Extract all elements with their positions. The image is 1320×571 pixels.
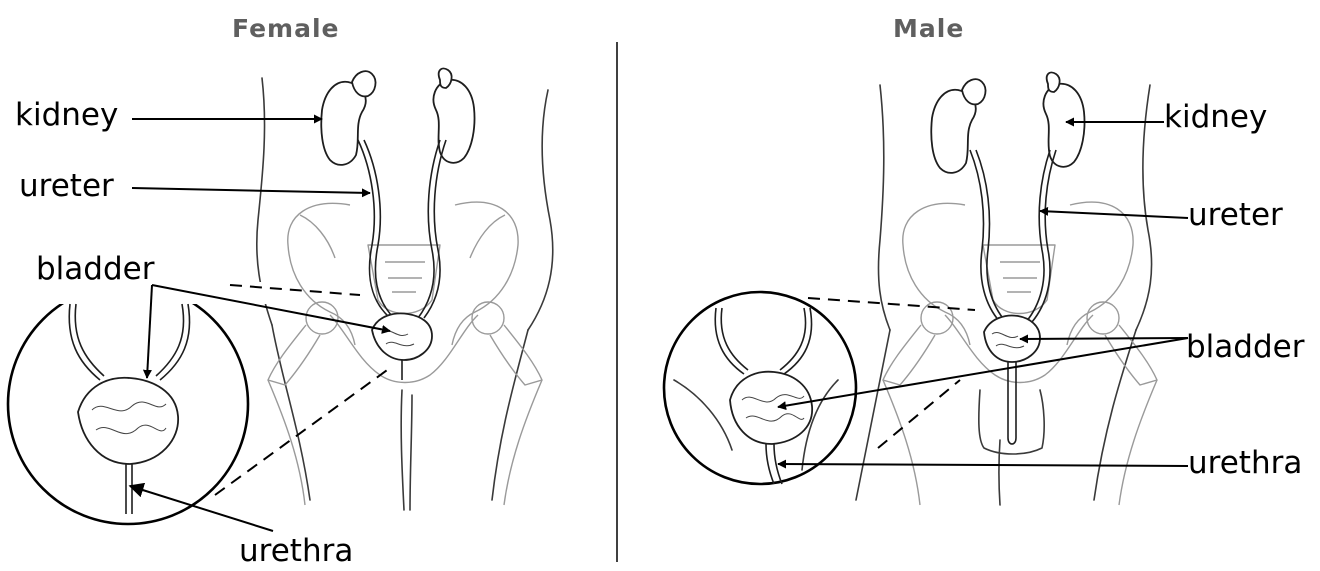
male-label-kidney: kidney (1164, 102, 1267, 133)
heading-female: Female (232, 14, 339, 43)
male-figure (856, 72, 1157, 505)
male-label-bladder: bladder (1186, 332, 1304, 363)
female-kidney-right (433, 80, 474, 163)
female-label-kidney: kidney (15, 100, 118, 131)
female-label-ureter: ureter (19, 171, 114, 202)
female-label-bladder: bladder (36, 254, 154, 285)
female-bladder-inset (0, 282, 390, 524)
female-label-urethra: urethra (239, 536, 353, 567)
male-bladder-inset (664, 292, 975, 484)
female-bladder (372, 313, 432, 360)
heading-male: Male (893, 14, 964, 43)
female-figure (257, 68, 553, 510)
male-kidney-right (1043, 84, 1084, 167)
male-label-ureter: ureter (1188, 200, 1283, 231)
male-label-urethra: urethra (1188, 448, 1302, 479)
